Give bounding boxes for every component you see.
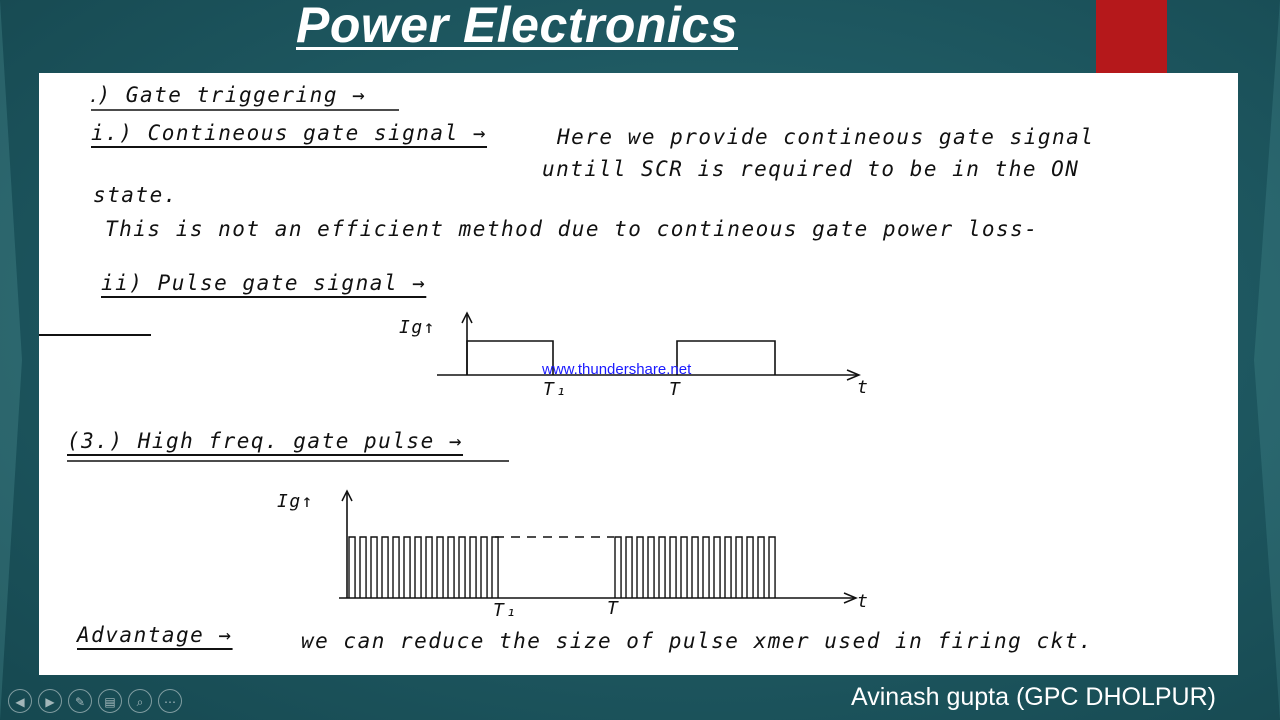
continuous-text-line2: untill SCR is required to be in the ON: [542, 157, 1080, 181]
pulse: [469, 536, 477, 598]
graph1-y-label: Ig↑: [399, 317, 437, 338]
pulse: [625, 536, 633, 598]
watermark-link: www.thundershare.net: [542, 361, 692, 378]
pulse: [680, 536, 688, 598]
continuous-gate-signal-title: i.) Contineous gate signal →: [91, 121, 488, 145]
pulse: [381, 536, 389, 598]
graph2-mark-t1: T₁: [493, 600, 518, 621]
graph2-x-label: t: [857, 591, 870, 612]
pulse: [447, 536, 455, 598]
graph1-mark-t1: T₁: [543, 379, 568, 400]
pulse: [436, 536, 444, 598]
pulse-gate-signal-title: ii) Pulse gate signal →: [101, 271, 427, 295]
advantage-label: Advantage →: [77, 623, 233, 647]
pulse: [392, 536, 400, 598]
pulse: [491, 536, 499, 598]
graph2-y-label: Ig↑: [277, 491, 315, 512]
pulse: [724, 536, 732, 598]
pulse: [658, 536, 666, 598]
high-freq-title: (3.) High freq. gate pulse →: [67, 429, 464, 453]
pulse: [425, 536, 433, 598]
pulse: [403, 536, 411, 598]
slideshow-controls: ◀ ▶ ✎ ▤ ⌕ ⋯: [8, 689, 182, 713]
slides-icon[interactable]: ▤: [98, 689, 122, 713]
red-accent-bar: [1096, 0, 1167, 73]
graph1-mark-t: T: [669, 379, 682, 400]
continuous-text-line1: Here we provide contineous gate signal: [557, 125, 1095, 149]
pen-icon[interactable]: ✎: [68, 689, 92, 713]
gate-triggering-heading: ․) Gate triggering →: [89, 83, 367, 107]
graph2-mark-t: T: [607, 598, 620, 619]
high-freq-graph: [339, 489, 858, 604]
pulse: [614, 536, 622, 598]
pulse: [370, 536, 378, 598]
pulse-graph: [437, 311, 861, 381]
pulse: [669, 536, 677, 598]
advantage-text: we can reduce the size of pulse xmer use…: [301, 629, 1094, 653]
graph1-x-label: t: [857, 377, 870, 398]
pulse: [647, 536, 655, 598]
zoom-icon[interactable]: ⌕: [128, 689, 152, 713]
notes-drawings: [39, 109, 861, 604]
pulse: [735, 536, 743, 598]
prev-icon[interactable]: ◀: [8, 689, 32, 713]
accent-right: [1254, 0, 1280, 720]
pulse: [359, 536, 367, 598]
pulse: [636, 536, 644, 598]
pulse: [702, 536, 710, 598]
pulse: [757, 536, 765, 598]
pulse: [713, 536, 721, 598]
slide-title: Power Electronics: [296, 0, 738, 53]
pulse: [414, 536, 422, 598]
pulse: [768, 536, 776, 598]
next-icon[interactable]: ▶: [38, 689, 62, 713]
continuous-text-line3: state.: [93, 183, 178, 207]
pulse: [691, 536, 699, 598]
pulse: [746, 536, 754, 598]
more-icon[interactable]: ⋯: [158, 689, 182, 713]
pulse: [458, 536, 466, 598]
pulse: [480, 536, 488, 598]
continuous-text-line4: This is not an efficient method due to c…: [105, 217, 1039, 241]
author-credit: Avinash gupta (GPC DHOLPUR): [851, 683, 1216, 711]
handwritten-notes-page: ․) Gate triggering → i.) Contineous gate…: [39, 73, 1238, 675]
accent-left: [0, 0, 22, 720]
pulse: [348, 536, 356, 598]
